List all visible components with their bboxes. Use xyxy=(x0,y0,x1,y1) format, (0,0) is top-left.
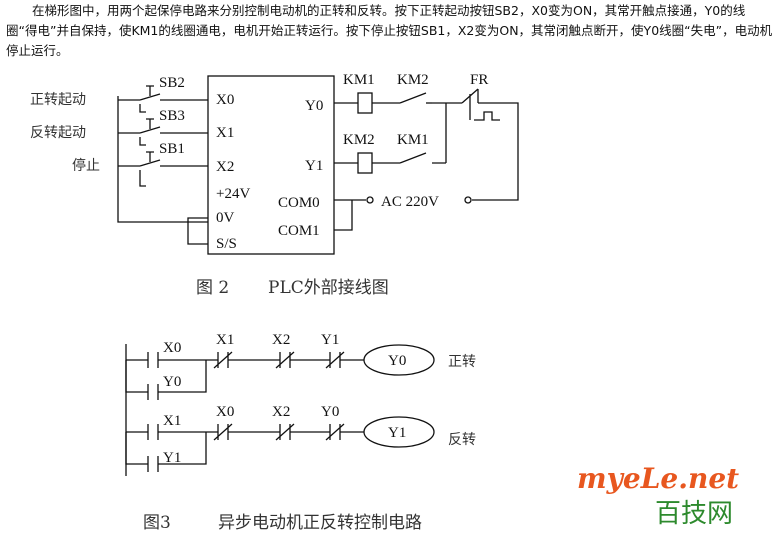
plc-terminal-0v: 0V xyxy=(216,210,235,226)
fig2-plc-wiring: 正转起动 反转起动 停止 SB2 SB3 SB1 X0 X1 X2 +24 xyxy=(30,72,519,298)
contact-y0-seal-in xyxy=(125,360,207,400)
rung1-note: 正转 xyxy=(448,354,476,370)
rung2-contact-y1-label: Y1 xyxy=(163,450,181,466)
plc-terminal-x0: X0 xyxy=(216,92,234,108)
plc-terminal-x1: X1 xyxy=(216,125,234,141)
button-common-wire xyxy=(117,96,208,223)
fr-label: FR xyxy=(470,72,488,88)
contact-x2-nc xyxy=(275,351,330,369)
rung1-contact-y0-label: Y0 xyxy=(163,374,181,390)
button-label-reverse-start: 反转起动 xyxy=(30,125,86,141)
rung2-contact-x0-label: X0 xyxy=(216,404,234,420)
rung1-contact-x1-label: X1 xyxy=(216,332,234,348)
plc-terminal-y1: Y1 xyxy=(305,158,323,174)
km1-coil-label: KM1 xyxy=(343,72,375,88)
rung2-contact-x2-label: X2 xyxy=(272,404,290,420)
pushbutton-sb3: SB3 xyxy=(118,108,208,146)
rung-forward: X0 Y0 X1 X2 Y1 Y0 正转 xyxy=(125,332,476,400)
pushbutton-sb2: SB2 xyxy=(118,75,208,113)
km1-interlock-label: KM1 xyxy=(397,132,429,148)
km2-interlock-label: KM2 xyxy=(397,72,429,88)
km1-interlock-contact xyxy=(372,152,446,164)
plc-terminal-com0: COM0 xyxy=(278,195,320,211)
rung1-contact-x2-label: X2 xyxy=(272,332,290,348)
contact-x1-no xyxy=(126,424,206,440)
fig3-caption-num: 图3 xyxy=(143,513,171,533)
contact-x1-nc xyxy=(206,351,280,369)
plc-terminal-ss: S/S xyxy=(216,236,237,252)
fig2-caption-title: PLC外部接线图 xyxy=(268,278,389,298)
fig2-caption-num: 图 2 xyxy=(196,278,229,298)
ac-supply-label: AC 220V xyxy=(381,194,439,210)
branch-join-wire xyxy=(445,102,462,163)
ac-terminal-right xyxy=(464,196,472,204)
sb1-label: SB1 xyxy=(159,141,185,157)
com-wires xyxy=(334,199,366,231)
ov-ss-jumper-wire xyxy=(187,217,208,245)
plc-terminal-x2: X2 xyxy=(216,159,234,175)
watermark-logo: myeLe.net 百技网 xyxy=(577,462,739,529)
rung1-contact-x0-label: X0 xyxy=(163,340,181,356)
coil-y0 xyxy=(363,344,435,376)
fr-thermal-element xyxy=(469,94,500,121)
km2-coil-label: KM2 xyxy=(343,132,375,148)
watermark-sub: 百技网 xyxy=(655,499,733,529)
plc-terminal-24v: +24V xyxy=(216,186,250,202)
watermark-brand: myeLe.net xyxy=(577,462,739,495)
rung1-contact-y1-label: Y1 xyxy=(321,332,339,348)
rung2-note: 反转 xyxy=(448,432,476,448)
rung1-coil-label: Y0 xyxy=(388,353,406,369)
fig3-ladder-diagram: X0 Y0 X1 X2 Y1 Y0 正转 X1 Y1 X0 X2 Y0 xyxy=(125,332,476,533)
contact-x2-nc-2 xyxy=(275,423,330,441)
sb3-label: SB3 xyxy=(159,108,185,124)
contact-y1-seal-in xyxy=(125,432,207,472)
intro-paragraph: 在梯形图中，用两个起保停电路来分别控制电动机的正转和反转。按下正转起动按钮SB2… xyxy=(6,3,773,58)
contact-y0-nc xyxy=(325,423,364,441)
km1-coil xyxy=(357,92,373,114)
km2-coil xyxy=(357,152,373,174)
plc-module-box xyxy=(207,75,335,255)
button-label-stop: 停止 xyxy=(72,157,100,174)
ac-terminal-left xyxy=(366,196,374,204)
contact-x0-no xyxy=(126,352,206,368)
sb2-label: SB2 xyxy=(159,75,185,91)
rung2-contact-y0-label: Y0 xyxy=(321,404,339,420)
rung-reverse: X1 Y1 X0 X2 Y0 Y1 反转 xyxy=(125,404,476,472)
plc-terminal-y0: Y0 xyxy=(305,98,323,114)
rung2-coil-label: Y1 xyxy=(388,425,406,441)
fr-return-wire xyxy=(472,102,519,201)
button-label-forward-start: 正转起动 xyxy=(30,92,86,108)
pushbutton-sb1: SB1 xyxy=(118,141,208,187)
km2-interlock-contact xyxy=(372,92,446,104)
rung2-contact-x1-label: X1 xyxy=(163,413,181,429)
contact-x0-nc xyxy=(206,423,280,441)
plc-terminal-com1: COM1 xyxy=(278,223,320,239)
contact-y1-nc xyxy=(325,351,364,369)
fig3-caption-title: 异步电动机正反转控制电路 xyxy=(218,513,422,533)
coil-y1 xyxy=(363,416,435,448)
